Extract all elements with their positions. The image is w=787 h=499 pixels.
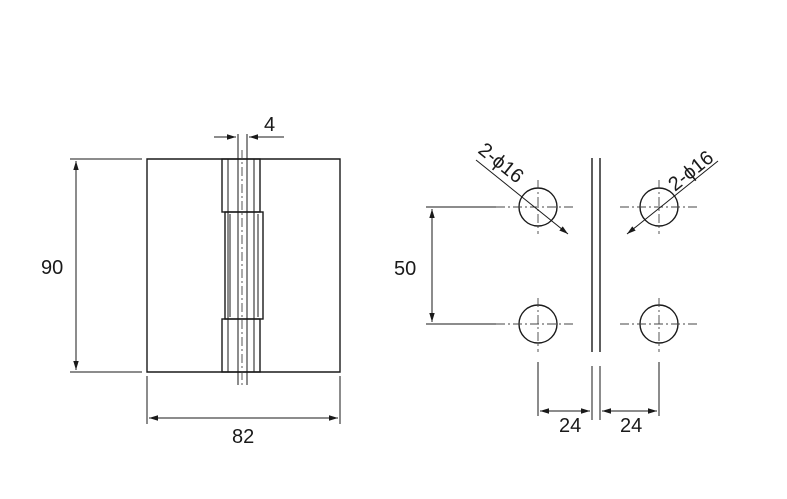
hole-view: 50 2-ϕ16 2-ϕ16 24 24 [394, 139, 719, 437]
front-view: 90 82 4 [41, 114, 341, 448]
dimension-width-label: 82 [232, 426, 254, 448]
dimension-edge-left-label: 24 [559, 415, 581, 437]
dimension-knuckle-label: 4 [264, 114, 275, 136]
dimension-height-label: 90 [41, 257, 63, 279]
hole-callout-leader-right [626, 160, 719, 235]
dimension-edge-right-label: 24 [620, 415, 642, 437]
knuckle-middle [224, 211, 264, 320]
hole-callout-right-label: 2-ϕ16 [664, 147, 718, 196]
plate-outline [146, 158, 341, 373]
dimension-hole-spacing-label: 50 [394, 258, 416, 280]
hole-callout-leader-left [475, 159, 569, 235]
hole-callout-left-label: 2-ϕ16 [474, 139, 528, 188]
knuckle-bottom [221, 318, 261, 373]
